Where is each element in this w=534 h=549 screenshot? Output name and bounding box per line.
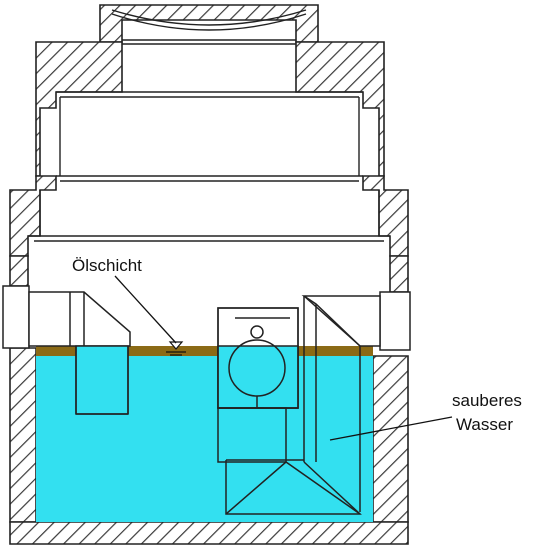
tank-floor xyxy=(9,521,409,545)
upper-ring-left-wall xyxy=(35,41,123,177)
clean-water-label-line1: sauberes xyxy=(452,391,522,410)
lid-curve xyxy=(111,9,307,26)
tank-left-wall-lower xyxy=(9,347,37,523)
lid-curve-inner xyxy=(111,13,307,31)
oil-label-leader xyxy=(114,275,177,344)
oil-layer xyxy=(36,346,373,356)
oil-layer-label: Ölschicht xyxy=(72,256,142,275)
tank-right-wall-lower xyxy=(372,355,409,523)
tank-left-wall-upper xyxy=(9,255,29,287)
lower-ring-left-wall xyxy=(9,175,57,257)
water-label-leader xyxy=(329,416,453,441)
lower-ring-right-wall xyxy=(362,175,409,257)
annotations: Ölschicht sauberes Wasser xyxy=(72,256,522,441)
oil-surface-symbol xyxy=(166,341,186,356)
upper-ring-right-wall xyxy=(295,41,385,177)
float-valve xyxy=(217,307,362,515)
clean-water-label-line2: Wasser xyxy=(456,415,513,434)
tank-right-wall-upper xyxy=(389,255,409,293)
cover-ring xyxy=(99,4,319,43)
outlet-pipe xyxy=(301,291,411,512)
shaft-interior xyxy=(28,9,390,242)
outlet-cone xyxy=(225,460,362,515)
inlet-pipe xyxy=(2,285,131,415)
